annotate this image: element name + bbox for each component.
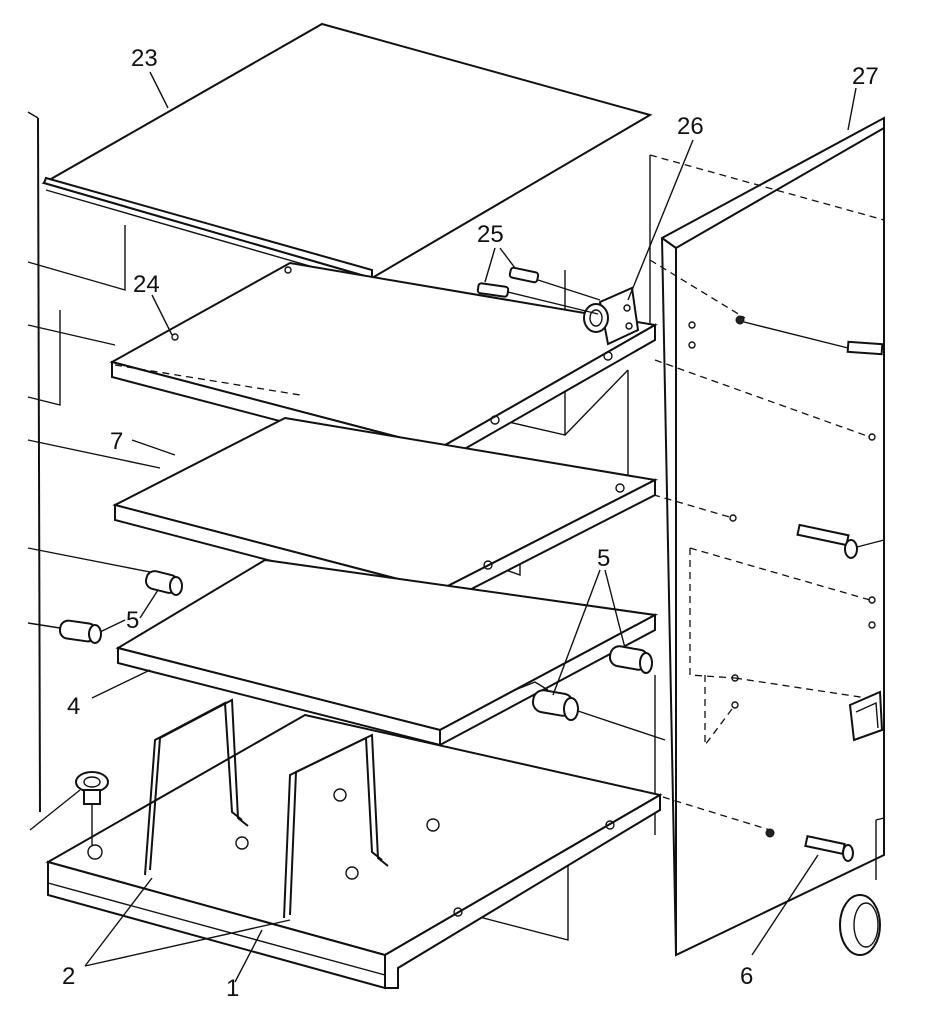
hinge-bracket (848, 690, 884, 742)
dowel-part-5-upper-left (144, 570, 183, 596)
latch-part-26 (583, 286, 640, 346)
shelf-board-part-24 (109, 261, 658, 465)
caster-wheel (839, 817, 885, 956)
screw-part-25-upper (508, 266, 601, 301)
dowel-part-5-lower-left (58, 619, 102, 644)
top-panel-part-23 (41, 22, 653, 285)
callout-1: 1 (226, 975, 239, 1002)
callout-25: 25 (477, 221, 504, 248)
right-side-panel-part-27 (660, 116, 885, 957)
callout-7: 7 (110, 428, 123, 455)
callout-5-right: 5 (597, 545, 610, 572)
callout-4: 4 (67, 693, 80, 720)
glide-foot (29, 771, 109, 845)
callout-23: 23 (131, 45, 158, 72)
base-board-part-1 (45, 713, 663, 990)
callout-24: 24 (133, 271, 160, 298)
callout-27: 27 (852, 63, 879, 90)
wire-bracket-part-2-right (283, 733, 389, 919)
callout-26: 26 (677, 113, 704, 140)
shelf-board-part-4 (115, 558, 659, 747)
callout-leaders (84, 71, 857, 983)
dowel-part-5-center (531, 689, 579, 721)
wire-bracket-part-2-left (144, 698, 249, 876)
screw-right-upper (735, 315, 884, 356)
screw-part-6 (765, 828, 854, 862)
dowel-part-5-right (608, 645, 653, 674)
callout-6: 6 (740, 963, 753, 990)
left-side-panel-edge (27, 111, 41, 813)
screw-right-middle (796, 523, 885, 559)
callout-2: 2 (62, 963, 75, 990)
screw-part-25-lower (476, 282, 599, 315)
callout-5-left: 5 (126, 607, 139, 634)
